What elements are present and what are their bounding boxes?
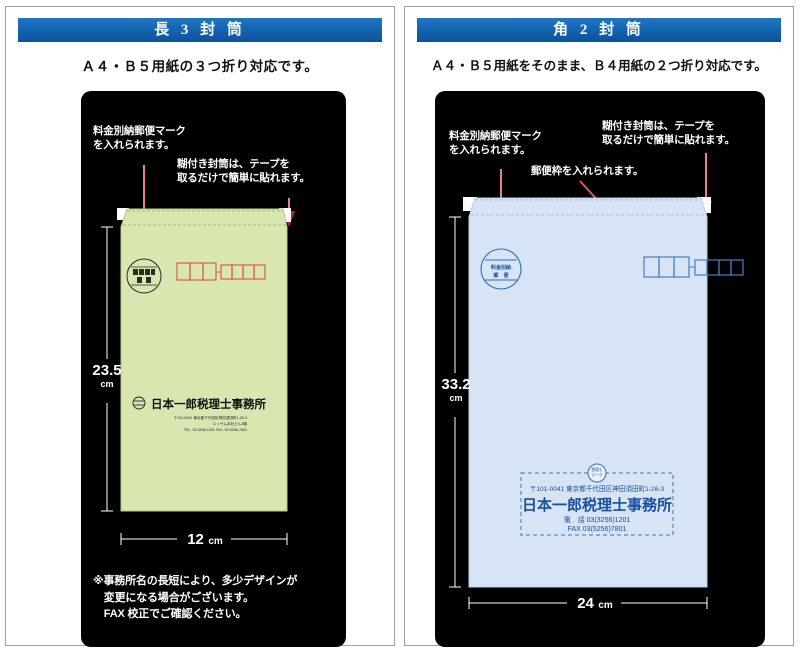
panel-subtitle-naga3: Ａ４・Ｂ５用紙の３つ折り対応です。	[81, 59, 319, 74]
postcode-boxes-kaku2	[643, 256, 744, 278]
office-building-naga3: エッサム本社ビル3階	[213, 421, 248, 426]
annotation-tape-label-naga3: 糊付き封筒は、テープを 取るだけで簡単に貼れます。	[177, 158, 310, 185]
width-dimension-kaku2: 24 cm	[577, 595, 613, 612]
dimension-height-kaku2	[449, 216, 461, 588]
office-phone-kaku2: 電 話 03(3256)1201	[564, 515, 631, 524]
postmark-circle-kaku2: 料金別納 郵 便	[480, 248, 522, 290]
panel-subtitle-kaku2: Ａ４・Ｂ５用紙をそのまま、Ｂ４用紙の２つ折り対応です。	[431, 59, 767, 73]
footnote-naga3: ※事務所名の長短により、多少デザインが 変更になる場合がございます。 FAX 校…	[93, 575, 298, 620]
dimension-width-kaku2	[468, 597, 708, 609]
office-zip-address-naga3: 〒101-0041 東京都千代田区神田須田町1-26-3	[174, 415, 247, 420]
postcode-boxes-naga3	[176, 262, 266, 281]
office-phone-fax-naga3: TEL. 03-3256-1201 FAX. 03-5256-7801	[184, 428, 247, 432]
office-name-naga3: 日本一郎税理士事務所	[151, 397, 266, 411]
postmark-line2-kaku2: 郵 便	[493, 272, 509, 279]
height-dimension-kaku2: 33.2 cm	[441, 376, 471, 403]
annotation-tape-label-kaku2: 糊付き封筒は、テープを 取るだけで簡単に貼れます。	[602, 120, 735, 147]
dimension-width-naga3	[120, 533, 288, 545]
annotation-postmark-label-naga3: 料金別納郵便マーク を入れられます。	[93, 125, 186, 152]
envelope-shape-naga3: 日本一郎税理士事務所 〒101-0041 東京都千代田区神田須田町1-26-3 …	[117, 208, 291, 512]
height-dimension-naga3: 23.5 cm	[92, 362, 122, 389]
width-dimension-naga3: 12 cm	[187, 531, 223, 548]
tax-logo-line2-kaku2: マーク	[591, 473, 603, 478]
tax-logo-line1-kaku2: 税理士	[591, 467, 603, 472]
annotation-postmark-label-kaku2: 料金別納郵便マーク を入れられます。	[449, 130, 542, 157]
envelope-shape-kaku2: 料金別納 郵 便	[463, 197, 744, 588]
office-fax-kaku2: FAX 03(5256)7801	[568, 526, 627, 533]
illustration-stage-naga3: 料金別納郵便マーク を入れられます。 糊付き封筒は、テープを 取るだけで簡単に貼…	[81, 91, 346, 647]
postmark-line1-kaku2: 料金別納	[491, 264, 511, 271]
address-block-naga3: 日本一郎税理士事務所 〒101-0041 東京都千代田区神田須田町1-26-3 …	[132, 396, 266, 432]
postmark-circle-naga3	[126, 258, 162, 294]
illustration-stage-kaku2: 料金別納郵便マーク を入れられます。 郵便枠を入れられます。 糊付き封筒は、テー…	[435, 91, 765, 647]
panel-kaku2: 角 2 封 筒 Ａ４・Ｂ５用紙をそのまま、Ｂ４用紙の２つ折り対応です。 料金別納…	[404, 6, 794, 647]
office-zip-address-kaku2: 〒101-0041 東京都千代田区神田須田町1-26-3	[530, 484, 665, 493]
panel-title-naga3: 長 3 封 筒	[18, 18, 382, 42]
panel-title-kaku2: 角 2 封 筒	[417, 18, 781, 42]
envelope-illustration-naga3: 日本一郎税理士事務所 〒101-0041 東京都千代田区神田須田町1-26-3 …	[101, 165, 295, 545]
dimension-height-naga3	[101, 226, 113, 512]
address-block-kaku2: 税理士 マーク 〒101-0041 東京都千代田区神田須田町1-26-3 日本一…	[520, 463, 674, 536]
panel-naga3: 長 3 封 筒 Ａ４・Ｂ５用紙の３つ折り対応です。 料金別納郵便マーク を入れら…	[5, 6, 395, 647]
envelope-illustration-kaku2: 料金別納 郵 便	[449, 153, 744, 609]
office-name-kaku2: 日本一郎税理士事務所	[522, 496, 672, 514]
annotation-postal-frame-label-kaku2: 郵便枠を入れられます。	[531, 165, 644, 177]
